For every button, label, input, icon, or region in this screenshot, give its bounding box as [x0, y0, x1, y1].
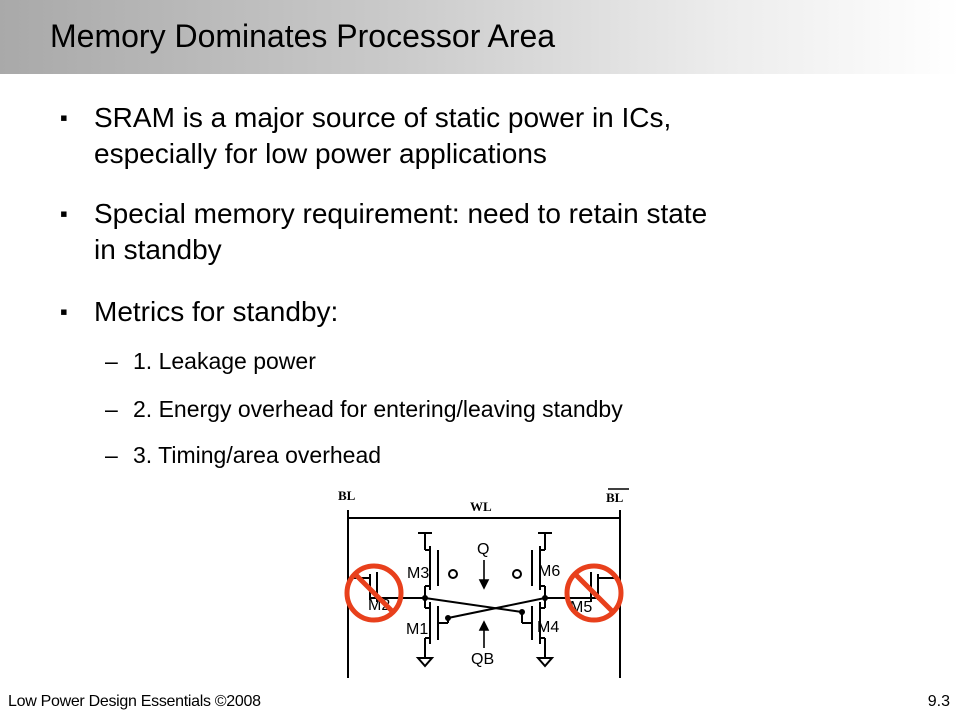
q-label: Q [477, 541, 489, 558]
bullet-square-icon: ▪ [60, 201, 68, 226]
bullet-line: in standby [94, 234, 222, 265]
wl-label: WL [470, 499, 492, 514]
cross-couple-wire [424, 597, 523, 613]
ground-left [415, 657, 435, 668]
cross-couple-wire [447, 597, 546, 619]
slide-number: 9.3 [927, 693, 950, 710]
m4-label: M4 [537, 619, 559, 636]
bullet-list: ▪ SRAM is a major source of static power… [60, 100, 934, 470]
bullet-line: Special memory requirement: need to reta… [94, 198, 708, 229]
ground-right [535, 657, 555, 668]
m3-label: M3 [407, 565, 429, 582]
qb-arrow-head [478, 620, 490, 631]
bullet-text: Special memory requirement: need to reta… [94, 196, 934, 268]
blb-label: BL [606, 490, 624, 505]
bullet-line: Metrics for standby: [94, 296, 339, 327]
sub-item-text: 1. Leakage power [133, 348, 316, 374]
circuit-wires [347, 510, 621, 678]
sub-item-text: 2. Energy overhead for entering/leaving … [133, 396, 623, 422]
junction-dot [519, 609, 525, 615]
footer-copyright: Low Power Design Essentials ©2008 [8, 693, 261, 710]
m3-bubble [448, 569, 458, 579]
bullet-line: especially for low power applications [94, 138, 547, 169]
m6-bubble [512, 569, 522, 579]
slide-title: Memory Dominates Processor Area [50, 18, 556, 54]
sub-item: –1. Leakage power [105, 346, 316, 376]
bullet-square-icon: ▪ [60, 299, 68, 324]
bullet-text: SRAM is a major source of static power i… [94, 100, 934, 172]
title-bar [0, 0, 960, 74]
dash-marker: – [105, 396, 118, 422]
m6-label: M6 [538, 563, 560, 580]
sub-item: –2. Energy overhead for entering/leaving… [105, 394, 623, 424]
sub-item: –3. Timing/area overhead [105, 440, 381, 470]
qb-label: QB [471, 651, 494, 668]
bullet-square-icon: ▪ [60, 105, 68, 130]
sub-item-text: 3. Timing/area overhead [133, 442, 382, 468]
bl-label: BL [338, 488, 356, 503]
dash-marker: – [105, 348, 118, 374]
m1-label: M1 [406, 621, 428, 638]
q-arrow-head [478, 579, 490, 590]
no-symbol-left-icon [344, 563, 404, 623]
no-symbol-right-icon [564, 563, 624, 623]
qb-junction-dot [542, 595, 548, 601]
junction-dot [445, 615, 451, 621]
sram-cell-schematic: BL WL BL Q QB M3 M6 M1 M4 M2 M5 [338, 488, 629, 678]
bullet-text: Metrics for standby: [94, 294, 934, 330]
bullet-line: SRAM is a major source of static power i… [94, 102, 672, 133]
q-junction-dot [422, 595, 428, 601]
dash-marker: – [105, 442, 118, 468]
